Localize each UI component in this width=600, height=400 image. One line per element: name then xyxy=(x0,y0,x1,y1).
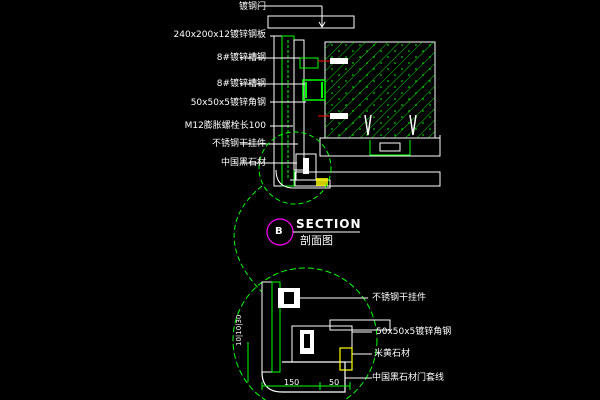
concrete-wall xyxy=(324,41,436,139)
section-marker xyxy=(266,218,360,246)
dimension-150: 150 xyxy=(284,378,300,387)
label-angle-steel: 50x50x5镀锌角钢 xyxy=(190,98,266,108)
label-channel-steel-1: 8#镀锌槽钢 xyxy=(216,53,266,63)
enlarged-detail-circle xyxy=(232,267,378,400)
left-leaders xyxy=(240,35,306,164)
detail-callout-circle xyxy=(258,131,332,205)
dimension-50: 50 xyxy=(329,378,340,387)
label-steel-plate: 240x200x12镀锌钢板 xyxy=(173,30,266,40)
section-subtitle: 剖面图 xyxy=(300,234,333,247)
section-marker-letter: B xyxy=(275,226,283,237)
enlarged-detail xyxy=(247,281,391,393)
label-steel-door: 镀钢门 xyxy=(238,2,266,12)
label-channel-steel-2: 8#镀锌槽钢 xyxy=(216,79,266,89)
section-title: SECTION xyxy=(296,217,362,231)
label-black-stone: 中国黑石材 xyxy=(220,158,266,168)
callout-connector xyxy=(233,185,263,293)
label-expansion-bolt: M12膨胀螺栓长100 xyxy=(184,121,266,131)
steel-door-frame xyxy=(273,35,417,189)
label-angle-steel-detail: 50x50x5镀锌角钢 xyxy=(376,327,452,337)
right-leaders xyxy=(300,297,372,379)
label-stainless-hanger-detail: 不锈钢干挂件 xyxy=(372,293,427,303)
label-stainless-hanger: 不锈钢干挂件 xyxy=(211,139,266,149)
label-beige-stone: 米黄石材 xyxy=(374,349,411,359)
door-leader xyxy=(258,5,355,29)
dimension-vertical: 10|10|30 xyxy=(235,314,243,346)
label-black-stone-trim: 中国黑石材门套线 xyxy=(372,373,445,383)
